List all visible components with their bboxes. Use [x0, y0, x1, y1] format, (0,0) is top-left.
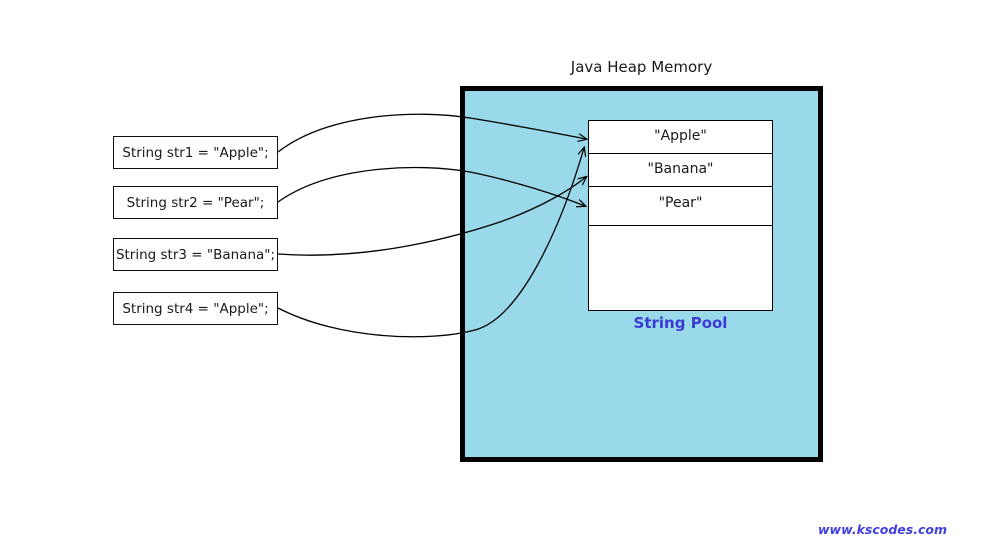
string-pool-entry: "Pear"	[589, 187, 772, 226]
string-pool-entry-value: "Apple"	[654, 128, 707, 144]
string-pool-entry-empty	[589, 226, 772, 309]
statement-code: String str3 = "Banana";	[115, 246, 276, 263]
string-pool-entry: "Apple"	[589, 121, 772, 154]
string-pool-table: "Apple" "Banana" "Pear"	[588, 120, 773, 311]
statement-box-str1: String str1 = "Apple";	[113, 136, 278, 169]
statement-code: String str1 = "Apple";	[122, 144, 269, 161]
statement-code: String str4 = "Apple";	[122, 300, 269, 317]
string-pool-entry: "Banana"	[589, 154, 772, 187]
string-pool-label: String Pool	[633, 314, 728, 332]
heap-title: Java Heap Memory	[570, 58, 713, 76]
statement-code: String str2 = "Pear";	[126, 194, 265, 211]
statement-box-str2: String str2 = "Pear";	[113, 186, 278, 219]
statement-box-str3: String str3 = "Banana";	[113, 238, 278, 271]
statement-box-str4: String str4 = "Apple";	[113, 292, 278, 325]
string-pool-entry-value: "Pear"	[658, 195, 703, 211]
string-pool-entry-value: "Banana"	[647, 161, 714, 177]
watermark: www.kscodes.com	[818, 522, 947, 537]
